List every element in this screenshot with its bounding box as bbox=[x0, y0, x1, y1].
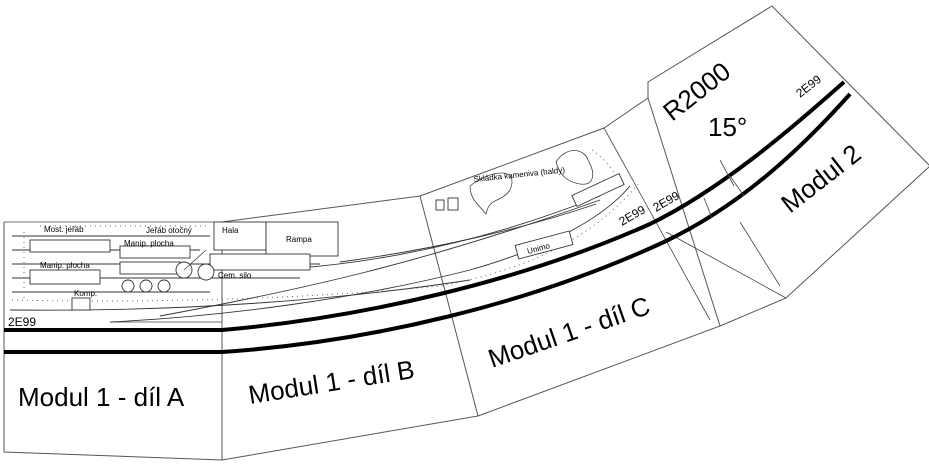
label-rampa: Rampa bbox=[286, 235, 312, 244]
structures bbox=[29, 150, 625, 323]
boundary-dotted-1 bbox=[11, 181, 641, 302]
wagon-row-2 bbox=[119, 261, 181, 275]
building-komp bbox=[71, 297, 91, 311]
label-manip-plocha-2: Manip. plocha bbox=[40, 261, 90, 270]
module-joint-line bbox=[665, 231, 787, 299]
building-manip-plocha bbox=[29, 269, 101, 285]
curve-tick-3 bbox=[729, 175, 745, 197]
loader-1 bbox=[435, 199, 445, 211]
label-komp: Komp. bbox=[74, 289, 97, 298]
module-c-inner-edge bbox=[603, 127, 711, 321]
building-cem-silo bbox=[209, 253, 311, 271]
track-code-m2: 2E99 bbox=[793, 72, 824, 100]
module-2-label: Modul 2 bbox=[775, 138, 866, 219]
label-most-jerab: Most. jeřáb bbox=[44, 225, 84, 234]
wagon-row-1 bbox=[119, 245, 191, 259]
curve-tick-2 bbox=[719, 159, 735, 187]
silo-2 bbox=[139, 279, 153, 293]
yard-track-5 bbox=[339, 203, 597, 263]
module-a-label: Modul 1 - díl A bbox=[18, 382, 185, 412]
module-outlines bbox=[3, 5, 929, 461]
main-tracks bbox=[4, 80, 852, 354]
module-a-outline bbox=[3, 222, 223, 461]
curve-tick-1 bbox=[703, 197, 713, 219]
module-b-outline bbox=[221, 195, 479, 461]
aggregate-pile-1 bbox=[469, 172, 513, 215]
crane-boom bbox=[183, 249, 207, 271]
building-unimo bbox=[514, 230, 574, 260]
track-code-a: 2E99 bbox=[8, 315, 36, 329]
label-skladka: Skládka kameniva (haldy) bbox=[473, 165, 565, 184]
module-2-outline bbox=[647, 5, 929, 327]
building-most-jerab bbox=[29, 239, 111, 253]
label-jerab-otocny: Jeřáb otočný bbox=[146, 226, 192, 235]
silo-3 bbox=[157, 279, 171, 293]
label-manip-plocha-1: Manip. plocha bbox=[124, 239, 174, 248]
label-hala: Hala bbox=[222, 226, 239, 235]
crane-base-2 bbox=[197, 263, 215, 281]
label-cem-silo: Cem. silo bbox=[218, 271, 252, 280]
module-2-inner-edge bbox=[739, 221, 781, 287]
module-c-label: Modul 1 - díl C bbox=[484, 290, 654, 373]
silo-1 bbox=[121, 279, 135, 293]
curve-markers bbox=[703, 159, 745, 219]
loading-ramp bbox=[571, 172, 625, 208]
main-track-2 bbox=[4, 92, 852, 354]
module-b-label: Modul 1 - díl B bbox=[246, 354, 416, 410]
building-rampa bbox=[265, 221, 339, 257]
curve-angle-label: 15° bbox=[708, 112, 747, 142]
yard-track-2 bbox=[109, 185, 631, 323]
loader-2 bbox=[447, 197, 459, 211]
aggregate-pile-2 bbox=[555, 150, 594, 185]
main-track-1 bbox=[4, 80, 846, 332]
track-code-c: 2E99 bbox=[617, 202, 649, 228]
